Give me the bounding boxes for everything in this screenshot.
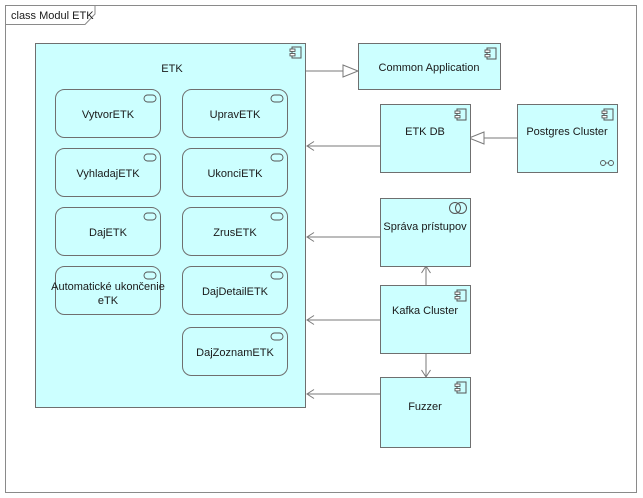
function-icon — [143, 212, 157, 221]
component-label: ETK DB — [405, 126, 445, 138]
component-label: Postgres Cluster — [526, 126, 608, 138]
connector-kafka-to-etk — [306, 315, 380, 325]
connector-etk-db-to-etk — [306, 141, 380, 151]
connector-sprava-to-etk — [306, 232, 380, 242]
function-label: ZrusETK — [213, 227, 257, 239]
cluster-icon — [600, 160, 614, 166]
component-label: Common Application — [379, 62, 480, 74]
function-label: DajDetailETK — [202, 286, 269, 298]
function-label: DajETK — [89, 227, 128, 239]
function-zoznam: DajZoznamETK — [182, 327, 288, 376]
function-icon — [270, 212, 284, 221]
connector-postgres-to-etk-db — [467, 131, 517, 145]
function-ukonci: UkonciETK — [182, 148, 288, 197]
function-icon — [143, 153, 157, 162]
component-label: Kafka Cluster — [392, 305, 458, 317]
service-icon — [449, 202, 467, 214]
function-auto: Automatické ukončenie eTK — [51, 266, 165, 315]
component-fuzzer: Fuzzer — [380, 377, 471, 448]
component-icon — [454, 108, 467, 121]
function-label: UkonciETK — [207, 168, 263, 180]
function-detail: DajDetailETK — [182, 266, 288, 315]
function-label: VytvorETK — [82, 109, 135, 121]
function-label: eTK — [98, 295, 119, 307]
function-label: Automatické ukončenie — [51, 281, 165, 293]
connector-fuzzer-to-etk — [306, 389, 380, 399]
function-uprav: UpravETK — [182, 89, 288, 138]
component-kafka-cluster: Kafka Cluster — [380, 285, 471, 354]
component-icon — [601, 108, 614, 121]
function-icon — [143, 94, 157, 103]
function-label: UpravETK — [210, 109, 261, 121]
component-icon — [484, 47, 497, 60]
function-icon — [143, 271, 157, 280]
component-etk-db: ETK DB — [380, 104, 471, 173]
component-icon — [454, 381, 467, 394]
frame-title: class Modul ETK — [11, 10, 94, 22]
function-icon — [270, 94, 284, 103]
function-label: VyhladajETK — [76, 168, 140, 180]
component-postgres-cluster: Postgres Cluster — [517, 104, 618, 173]
function-icon — [270, 271, 284, 280]
component-label: Fuzzer — [408, 401, 442, 413]
connector-etk-to-common-application — [305, 64, 360, 78]
component-label: Správa prístupov — [383, 221, 467, 233]
component-common-application: Common Application — [358, 43, 501, 90]
function-icon — [270, 153, 284, 162]
component-etk-label: ETK — [161, 63, 183, 75]
function-vyhladaj: VyhladajETK — [55, 148, 161, 197]
component-icon — [454, 289, 467, 302]
function-daj: DajETK — [55, 207, 161, 256]
component-sprava-pristupov: Správa prístupov — [380, 198, 471, 267]
component-etk: ETK VytvorETK UpravETK VyhladajETK UkonciETK… — [35, 43, 306, 408]
function-vytvor: VytvorETK — [55, 89, 161, 138]
function-label: DajZoznamETK — [196, 347, 274, 359]
component-icon — [289, 46, 302, 59]
function-zrus: ZrusETK — [182, 207, 288, 256]
function-icon — [270, 332, 284, 341]
